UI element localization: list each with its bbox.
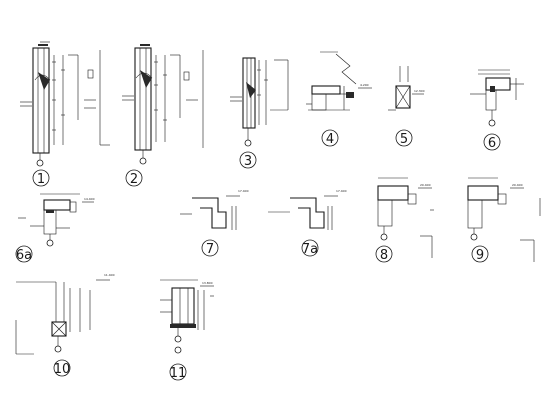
detail-label-11: 11 bbox=[170, 366, 187, 381]
detail-3: 3 bbox=[230, 57, 289, 169]
detail-label-2: 2 bbox=[130, 172, 138, 187]
detail-label-8: 8 bbox=[380, 248, 388, 263]
elevation-7a: 17.400 bbox=[336, 189, 347, 193]
detail-8: 20.400 8 bbox=[375, 177, 434, 263]
detail-label-6a: 6a bbox=[16, 248, 32, 263]
elevation-9: 20.400 bbox=[512, 183, 523, 187]
detail-11: 13.800 11 bbox=[160, 279, 214, 381]
detail-label-6: 6 bbox=[488, 136, 496, 151]
detail-1: 1 bbox=[20, 41, 110, 187]
detail-label-4: 4 bbox=[326, 132, 334, 147]
detail-label-7: 7 bbox=[206, 242, 214, 257]
detail-2: 2 bbox=[122, 44, 204, 187]
detail-label-9: 9 bbox=[476, 248, 484, 263]
elevation-5: 12.300 bbox=[414, 89, 425, 93]
detail-10: 11.400 10 bbox=[15, 273, 115, 377]
elevation-4: 4.200 bbox=[360, 83, 369, 87]
detail-label-10: 10 bbox=[54, 362, 71, 377]
elevation-11: 13.800 bbox=[202, 281, 213, 285]
elevation-10: 11.400 bbox=[104, 273, 115, 277]
detail-7a: 17.400 7a bbox=[268, 189, 347, 257]
detail-6a: 14.400 6a bbox=[15, 193, 95, 263]
detail-4: 4.200 4 bbox=[306, 51, 372, 147]
detail-5: 12.300 5 bbox=[388, 66, 425, 147]
elevation-7: 17.400 bbox=[238, 189, 249, 193]
detail-9: 20.400 9 bbox=[467, 177, 541, 263]
detail-label-3: 3 bbox=[244, 154, 252, 169]
elevation-8: 20.400 bbox=[420, 183, 431, 187]
detail-6: 6 bbox=[470, 69, 524, 151]
elevation-6a: 14.400 bbox=[84, 197, 95, 201]
detail-label-5: 5 bbox=[400, 132, 408, 147]
detail-label-7a: 7a bbox=[302, 242, 318, 257]
detail-7: 17.400 7 bbox=[180, 189, 249, 257]
detail-label-1: 1 bbox=[37, 172, 45, 187]
